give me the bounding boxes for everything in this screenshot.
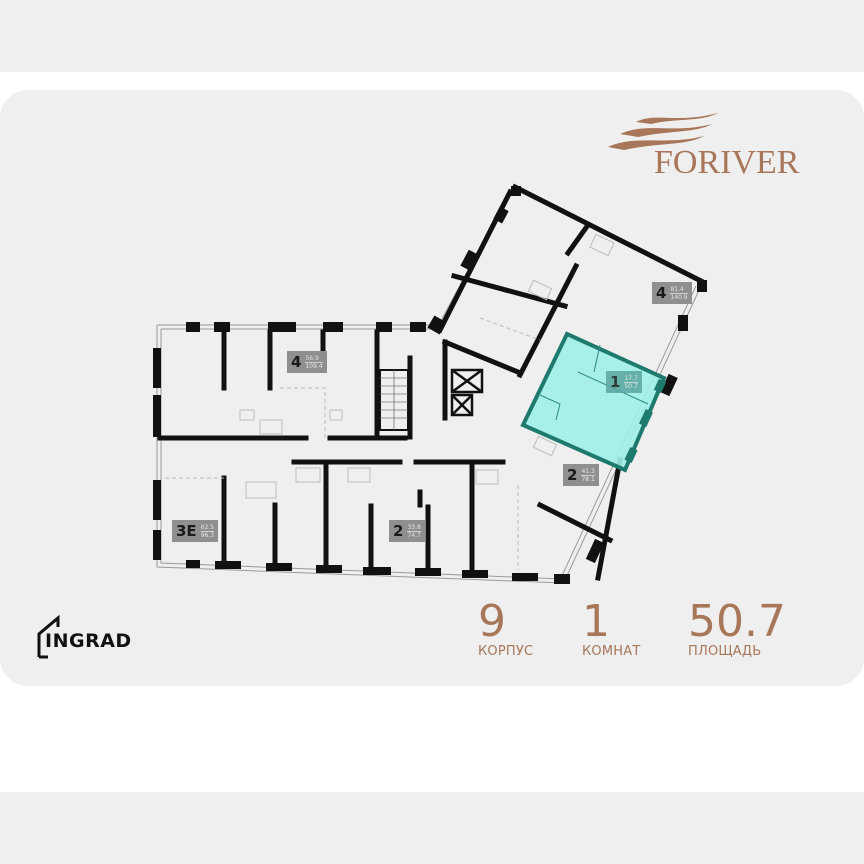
bottom-band (0, 792, 864, 864)
apartment-label-selected[interactable]: 1 17.7 50.7 (606, 371, 642, 393)
living-area: 62.5 (200, 523, 215, 532)
living-area: 81.4 (670, 286, 688, 294)
building-number: 9 (478, 596, 506, 647)
top-band (0, 0, 864, 72)
apartment-label[interactable]: 2 41.3 78.1 (563, 464, 599, 486)
floor-plan-card (0, 90, 864, 686)
area-value: 50.7 (688, 596, 786, 647)
apartment-label[interactable]: 4 81.4 140.9 (652, 282, 692, 304)
building-label: КОРПУС (478, 644, 534, 659)
total-area: 96.3 (200, 531, 215, 539)
stat-rooms: 1 КОМНАТ (582, 596, 641, 660)
living-area: 56.9 (305, 355, 323, 363)
brand-name: FORIVER (654, 144, 800, 181)
apartment-label[interactable]: 3E 62.5 96.3 (172, 520, 219, 542)
waves-icon (608, 113, 718, 150)
stat-area: 50.7 ПЛОЩАДЬ (688, 596, 786, 660)
total-area: 140.9 (670, 293, 688, 301)
ingrad-logo: INGRAD (36, 612, 136, 660)
stat-building: 9 КОРПУС (478, 596, 534, 660)
rooms-label: КОМНАТ (582, 644, 641, 659)
rooms-count: 1 (582, 596, 610, 647)
total-area: 50.7 (624, 382, 638, 390)
total-area: 109.4 (305, 362, 323, 370)
total-area: 74.7 (407, 531, 421, 539)
apartment-label[interactable]: 2 33.8 74.7 (389, 520, 425, 542)
apartment-label[interactable]: 4 56.9 109.4 (287, 351, 327, 373)
total-area: 78.1 (581, 475, 595, 483)
living-area: 33.8 (407, 523, 421, 532)
foriver-logo: FORIVER (606, 110, 816, 180)
house-outline-icon (37, 614, 60, 659)
selected-apartment[interactable] (520, 331, 667, 473)
living-area: 41.3 (581, 467, 595, 476)
developer-name: INGRAD (45, 630, 132, 652)
living-area: 17.7 (624, 374, 638, 383)
area-label: ПЛОЩАДЬ (688, 644, 762, 659)
